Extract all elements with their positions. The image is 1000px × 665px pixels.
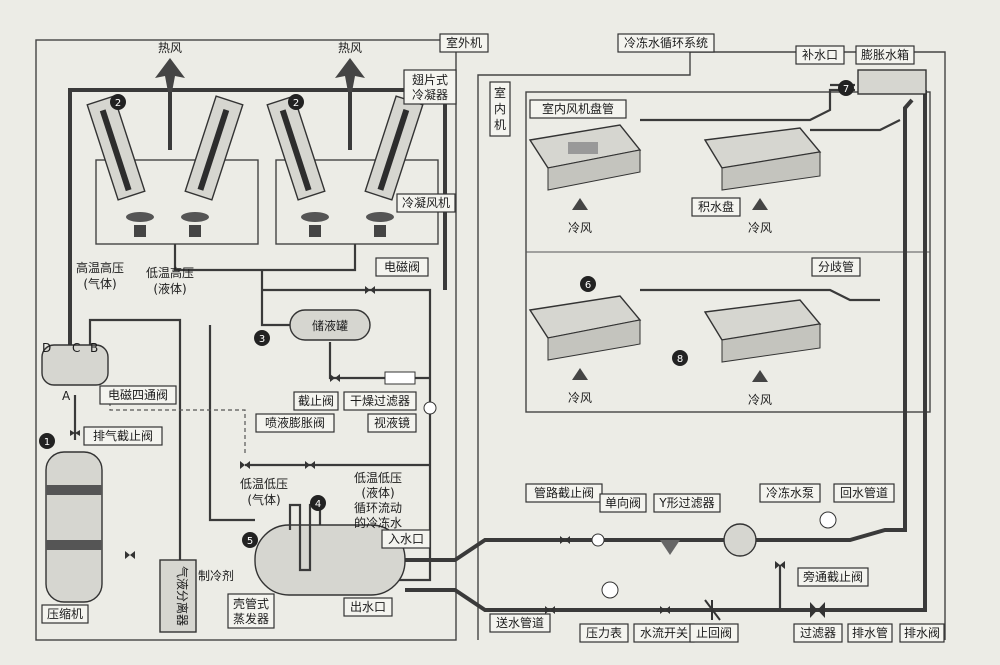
indoor-unit-label-1: 室 <box>494 85 506 100</box>
cold-air-label-3: 冷风 <box>568 391 592 405</box>
shutoff-label: 截止阀 <box>298 394 334 408</box>
hot-air-arrow-right <box>335 58 365 92</box>
refrigerant-label: 制冷剂 <box>198 568 234 583</box>
marker-2a: 2 <box>110 94 126 110</box>
hot-air-arrow-left <box>155 58 185 92</box>
expansion-tank-label: 膨胀水箱 <box>861 47 909 62</box>
evaporator-label-1: 壳管式 <box>233 596 269 611</box>
expansion-tank-body <box>858 70 926 94</box>
marker-4: 4 <box>310 495 326 511</box>
fan-coil-label: 室内风机盘管 <box>542 101 614 116</box>
pump-label: 冷冻水泵 <box>766 485 814 500</box>
svg-text:3: 3 <box>259 334 265 345</box>
fan-coil-unit-3 <box>530 296 640 360</box>
fan-coil-unit-1 <box>530 125 640 190</box>
svg-text:8: 8 <box>677 354 683 365</box>
stop-check-label: 止回阀 <box>696 626 732 640</box>
condenser-label-2: 冷凝器 <box>412 87 448 102</box>
marker-3: 3 <box>254 330 270 346</box>
filter-label: 过滤器 <box>800 626 836 640</box>
four-way-loop <box>90 320 180 345</box>
indoor-unit-label-2: 内 <box>494 102 506 116</box>
svg-text:6: 6 <box>585 280 591 291</box>
ltlp-gas-label-2: (气体) <box>247 492 280 507</box>
drain-pipe-label: 排水管 <box>852 625 888 640</box>
hthp-label-2: (气体) <box>83 276 116 291</box>
water-inlet-label: 入水口 <box>388 532 424 546</box>
svg-text:5: 5 <box>247 536 253 547</box>
ltlp-gas-label-1: 低温低压 <box>240 477 288 491</box>
receiver-label: 储液罐 <box>312 318 348 333</box>
marker-2b: 2 <box>288 94 304 110</box>
circulating-water-label-2: 的冷冻水 <box>354 515 402 530</box>
water-outlet-label: 出水口 <box>350 600 386 614</box>
svg-text:1: 1 <box>44 437 50 448</box>
outdoor-unit-label: 室外机 <box>446 35 482 50</box>
cold-air-label-4: 冷风 <box>748 393 772 407</box>
svg-text:7: 7 <box>843 84 849 95</box>
svg-text:4: 4 <box>315 499 321 510</box>
evaporator-label-2: 蒸发器 <box>233 611 269 626</box>
compressor-body <box>46 452 102 602</box>
expansion-valve-label: 喷液膨胀阀 <box>265 415 325 430</box>
top-coil-pipe <box>640 90 855 120</box>
svg-text:2: 2 <box>115 98 121 109</box>
fan-coil-unit-2 <box>705 128 820 190</box>
cold-air-label-2: 冷风 <box>748 221 772 235</box>
water-system-label: 冷冻水循环系统 <box>624 35 708 50</box>
exhaust-valve-label: 排气截止阀 <box>93 428 153 443</box>
branch-pipe-label: 分歧管 <box>818 259 854 274</box>
separator-label: 气液分离器 <box>175 566 190 626</box>
four-way-label: 电磁四通阀 <box>108 387 168 402</box>
sight-glass-label: 视液镜 <box>374 415 410 430</box>
cold-air-label-1: 冷风 <box>568 221 592 235</box>
coil-pipe-mid <box>640 290 880 300</box>
liquid-to-receiver <box>262 270 290 325</box>
hot-air-label-right: 热风 <box>338 41 362 55</box>
hot-air-label-left: 热风 <box>158 41 182 55</box>
marker-8: 8 <box>672 350 688 366</box>
condenser-fan-label: 冷凝风机 <box>402 195 450 210</box>
condenser-coils-left <box>87 90 243 200</box>
ltlp-liquid-label-2: (液体) <box>361 485 394 500</box>
pipe-stop-valve-label: 管路截止阀 <box>534 485 594 500</box>
marker-5: 5 <box>242 532 258 548</box>
port-a: A <box>62 389 71 403</box>
check-valve-label: 单向阀 <box>605 495 641 510</box>
marker-7: 7 <box>838 80 854 96</box>
svg-text:2: 2 <box>293 98 299 109</box>
marker-1: 1 <box>39 433 55 449</box>
solenoid-label: 电磁阀 <box>384 259 420 274</box>
flow-switch-label: 水流开关 <box>640 626 688 640</box>
circulating-water-label-1: 循环流动 <box>354 501 402 515</box>
port-b: B <box>90 341 98 355</box>
condensate-header <box>175 244 355 270</box>
compressor-label: 压缩机 <box>47 606 83 621</box>
port-c: C <box>72 341 80 355</box>
bypass-label: 旁通截止阀 <box>803 569 863 584</box>
gauge-label: 压力表 <box>586 626 622 640</box>
condenser-fans <box>126 212 394 237</box>
drain-valve-label: 排水阀 <box>904 626 940 640</box>
marker-6: 6 <box>580 276 596 292</box>
indoor-unit-label-3: 机 <box>494 118 506 132</box>
drip-tray-label: 积水盘 <box>698 199 734 214</box>
supply-water-pipe <box>405 90 925 610</box>
lthp-label-2: (液体) <box>153 281 186 296</box>
supply-pipe-label: 送水管道 <box>496 615 544 630</box>
y-filter-label: Y形过滤器 <box>658 496 714 510</box>
dryer-label: 干燥过滤器 <box>350 394 410 408</box>
lthp-label-1: 低温高压 <box>146 265 194 280</box>
ltlp-liquid-label-1: 低温低压 <box>354 471 402 485</box>
make-up-label: 补水口 <box>802 48 838 62</box>
port-d: D <box>42 341 51 355</box>
return-pipe-label: 回水管道 <box>840 485 888 500</box>
coil-return-top <box>810 120 900 130</box>
fan-coil-unit-4 <box>705 300 820 362</box>
hthp-label-1: 高温高压 <box>76 260 124 275</box>
water-components <box>545 512 836 620</box>
condenser-label-1: 翅片式 <box>412 72 448 87</box>
